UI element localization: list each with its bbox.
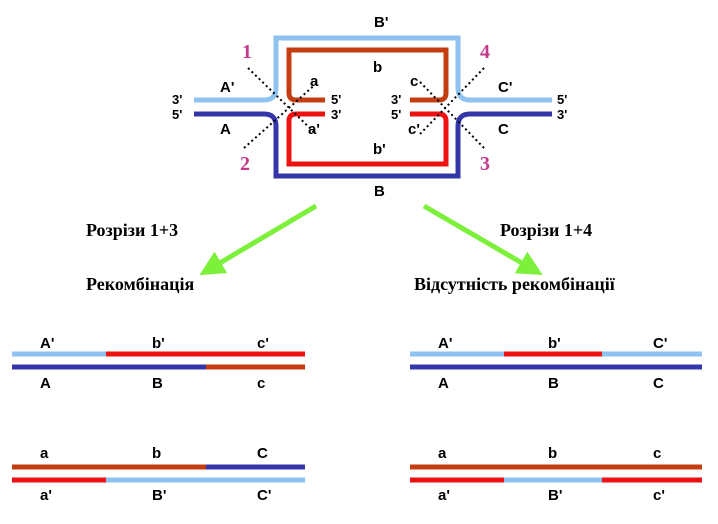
label-bottom-outer: B — [374, 183, 385, 200]
label-right-bottom: C — [498, 121, 509, 138]
label-inner-left-bottom: a' — [308, 121, 320, 138]
right-d2-bottom-3: c' — [653, 487, 665, 504]
end-center-left-bottom: 3' — [331, 107, 341, 122]
right-d1-bottom-3: C — [653, 375, 664, 392]
end-center-right-top: 3' — [391, 92, 401, 107]
right-d2-top-1: a — [438, 445, 447, 462]
left-d1-top-2: b' — [152, 335, 165, 352]
label-top-inner: b — [373, 59, 382, 76]
cut-number-4: 4 — [480, 41, 490, 63]
end-center-left-top: 5' — [331, 92, 341, 107]
strand-b-inner — [286, 47, 449, 103]
label-bottom-inner: b' — [373, 141, 386, 158]
left-d1-bottom-1: A — [40, 375, 51, 392]
strand-b-prime-inner — [286, 111, 449, 167]
left-duplex-2: a b C a' B' C' — [12, 445, 305, 504]
right-duplex-2: a b c a' B' c' — [410, 445, 702, 504]
arrow-left — [199, 203, 318, 276]
cut-line-1-4 — [247, 67, 317, 135]
strand-b-outer — [194, 111, 552, 179]
cut-line-2-3 — [243, 81, 319, 149]
left-d2-bottom-3: C' — [257, 487, 271, 504]
label-inner-left-top: a — [310, 73, 319, 90]
right-cut-label: Розрізи 1+4 — [500, 220, 592, 240]
cut-number-3: 3 — [480, 153, 490, 175]
right-result-label: Відсутність рекомбінації — [414, 274, 616, 294]
right-d2-bottom-2: B' — [548, 487, 562, 504]
left-d1-bottom-3: c — [257, 375, 265, 392]
right-d1-top-2: b' — [548, 335, 561, 352]
left-d1-bottom-2: B — [152, 375, 163, 392]
cut-line-1-4-right — [419, 67, 485, 135]
left-d2-bottom-1: a' — [40, 487, 52, 504]
label-inner-right-bottom: c' — [408, 121, 420, 138]
left-d1-top-1: A' — [40, 335, 54, 352]
label-left-bottom: A — [220, 121, 231, 138]
right-d1-top-1: A' — [438, 335, 452, 352]
end-right-bottom: 3' — [557, 107, 567, 122]
right-d2-bottom-1: a' — [438, 487, 450, 504]
left-d2-top-2: b — [152, 445, 161, 462]
left-duplex-1: A' b' c' A B c — [12, 335, 305, 392]
left-d2-bottom-2: B' — [152, 487, 166, 504]
end-center-right-bottom: 5' — [391, 107, 401, 122]
label-top-outer: B' — [374, 14, 388, 31]
right-d2-top-2: b — [548, 445, 557, 462]
label-left-top: A' — [220, 79, 234, 96]
cut-line-2-3-right — [419, 81, 485, 149]
left-cut-label: Розрізи 1+3 — [86, 220, 178, 240]
left-d2-top-1: a — [40, 445, 49, 462]
end-left-bottom: 5' — [172, 107, 182, 122]
end-right-top: 5' — [557, 92, 567, 107]
holliday-junction: B' b b' B A' A C' C a a' c c' 3' 5' 5' 3… — [172, 14, 567, 200]
cut-number-2: 2 — [240, 153, 250, 175]
right-d1-bottom-2: B — [548, 375, 559, 392]
right-d1-top-3: C' — [653, 335, 667, 352]
right-d2-top-3: c — [653, 445, 661, 462]
label-inner-right-top: c — [410, 73, 418, 90]
left-result-label: Рекомбінація — [86, 274, 195, 294]
end-left-top: 3' — [172, 92, 182, 107]
left-d2-top-3: C — [257, 445, 268, 462]
cut-number-1: 1 — [242, 41, 252, 63]
label-right-top: C' — [498, 79, 512, 96]
left-d1-top-3: c' — [257, 335, 269, 352]
right-duplex-1: A' b' C' A B C — [410, 335, 702, 392]
right-d1-bottom-1: A — [438, 375, 449, 392]
arrow-right — [422, 203, 543, 276]
strand-b-prime-outer — [194, 35, 552, 103]
